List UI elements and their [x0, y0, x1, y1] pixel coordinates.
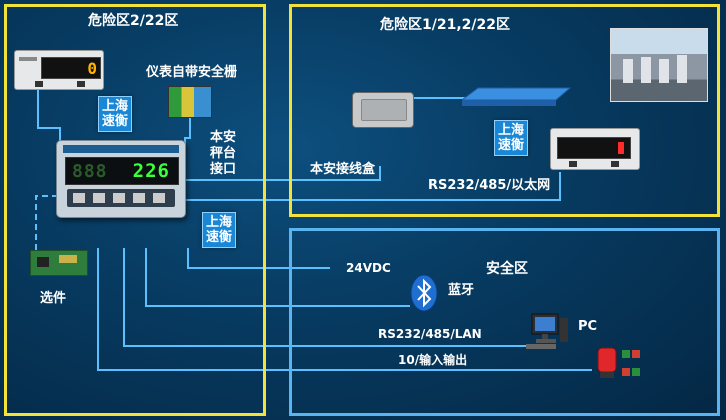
options-label: 选件 — [40, 291, 67, 306]
keypad-key — [93, 193, 105, 203]
keypad-key — [133, 193, 145, 203]
io-label: 10/输入输出 — [398, 353, 468, 367]
platform-interface-label: 本安 秤台 接口 — [210, 130, 237, 177]
hazard-zone-left — [4, 4, 266, 416]
remote-indicator-screen — [557, 137, 631, 159]
pc-label: PC — [578, 319, 598, 334]
plant-photo — [610, 28, 708, 102]
instrument-keypad — [67, 189, 175, 207]
option-board — [30, 250, 88, 276]
zone-title-hazard-right: 危险区1/21,2/22区 — [380, 17, 510, 33]
remote-indicator — [550, 128, 640, 170]
junction-box-label: 本安接线盒 — [310, 162, 376, 177]
zone-title-safe: 安全区 — [486, 261, 528, 277]
indicator-brand-strip — [19, 57, 37, 61]
small-indicator: 0 — [14, 50, 104, 90]
tank-shape — [623, 59, 633, 83]
indicator-foot — [77, 81, 85, 87]
main-display-screen: 888 226 — [65, 157, 179, 185]
power-label: 24VDC — [346, 261, 391, 275]
wire-io — [97, 248, 592, 371]
hazard-zone-right — [289, 4, 720, 217]
tank-shape — [677, 55, 687, 83]
junction-box-lid — [361, 99, 407, 121]
indicator-foot — [569, 161, 577, 167]
small-indicator-screen: 0 — [41, 57, 101, 79]
indicator-foot — [611, 161, 619, 167]
rs232-485-lan-label: RS232/485/LAN — [378, 327, 482, 341]
weighing-platform — [462, 87, 572, 106]
display-ghost-digits: 888 — [72, 161, 108, 182]
barrier-label: 仪表自带安全栅 — [146, 65, 238, 80]
keypad-key — [153, 193, 165, 203]
tank-shape — [641, 57, 651, 83]
main-display-value: 226 — [132, 160, 170, 182]
zone-title-hazard-left: 危险区2/22区 — [88, 13, 179, 29]
brand-tag: 上海 速衡 — [202, 212, 237, 248]
main-weighing-instrument: 888 226 — [56, 140, 186, 218]
safe-zone — [289, 228, 720, 416]
bluetooth-label: 蓝牙 — [448, 283, 475, 298]
safety-barrier-module — [168, 86, 212, 118]
indicator-foot — [35, 81, 43, 87]
brand-tag: 上海 速衡 — [494, 120, 529, 156]
tank-shape — [659, 59, 669, 83]
instrument-header-strip — [63, 145, 179, 153]
wire-pc — [123, 248, 528, 347]
small-indicator-value: 0 — [87, 59, 97, 78]
wire-bluetooth — [145, 248, 410, 307]
wire-right-indicator — [168, 172, 561, 201]
keypad-key — [113, 193, 125, 203]
signal-light-icon — [597, 347, 640, 378]
brand-tag: 上海 速衡 — [98, 96, 133, 132]
keypad-key — [73, 193, 85, 203]
wire-options — [35, 195, 58, 252]
chip — [37, 257, 49, 267]
computer-icon — [526, 313, 568, 349]
wire-24vdc — [187, 248, 330, 269]
chip — [59, 255, 77, 263]
remote-indicator-digit — [618, 142, 624, 154]
rs232-485-ethernet-label: RS232/485/以太网 — [428, 178, 551, 193]
junction-box — [352, 92, 414, 128]
bluetooth-icon — [410, 274, 438, 312]
